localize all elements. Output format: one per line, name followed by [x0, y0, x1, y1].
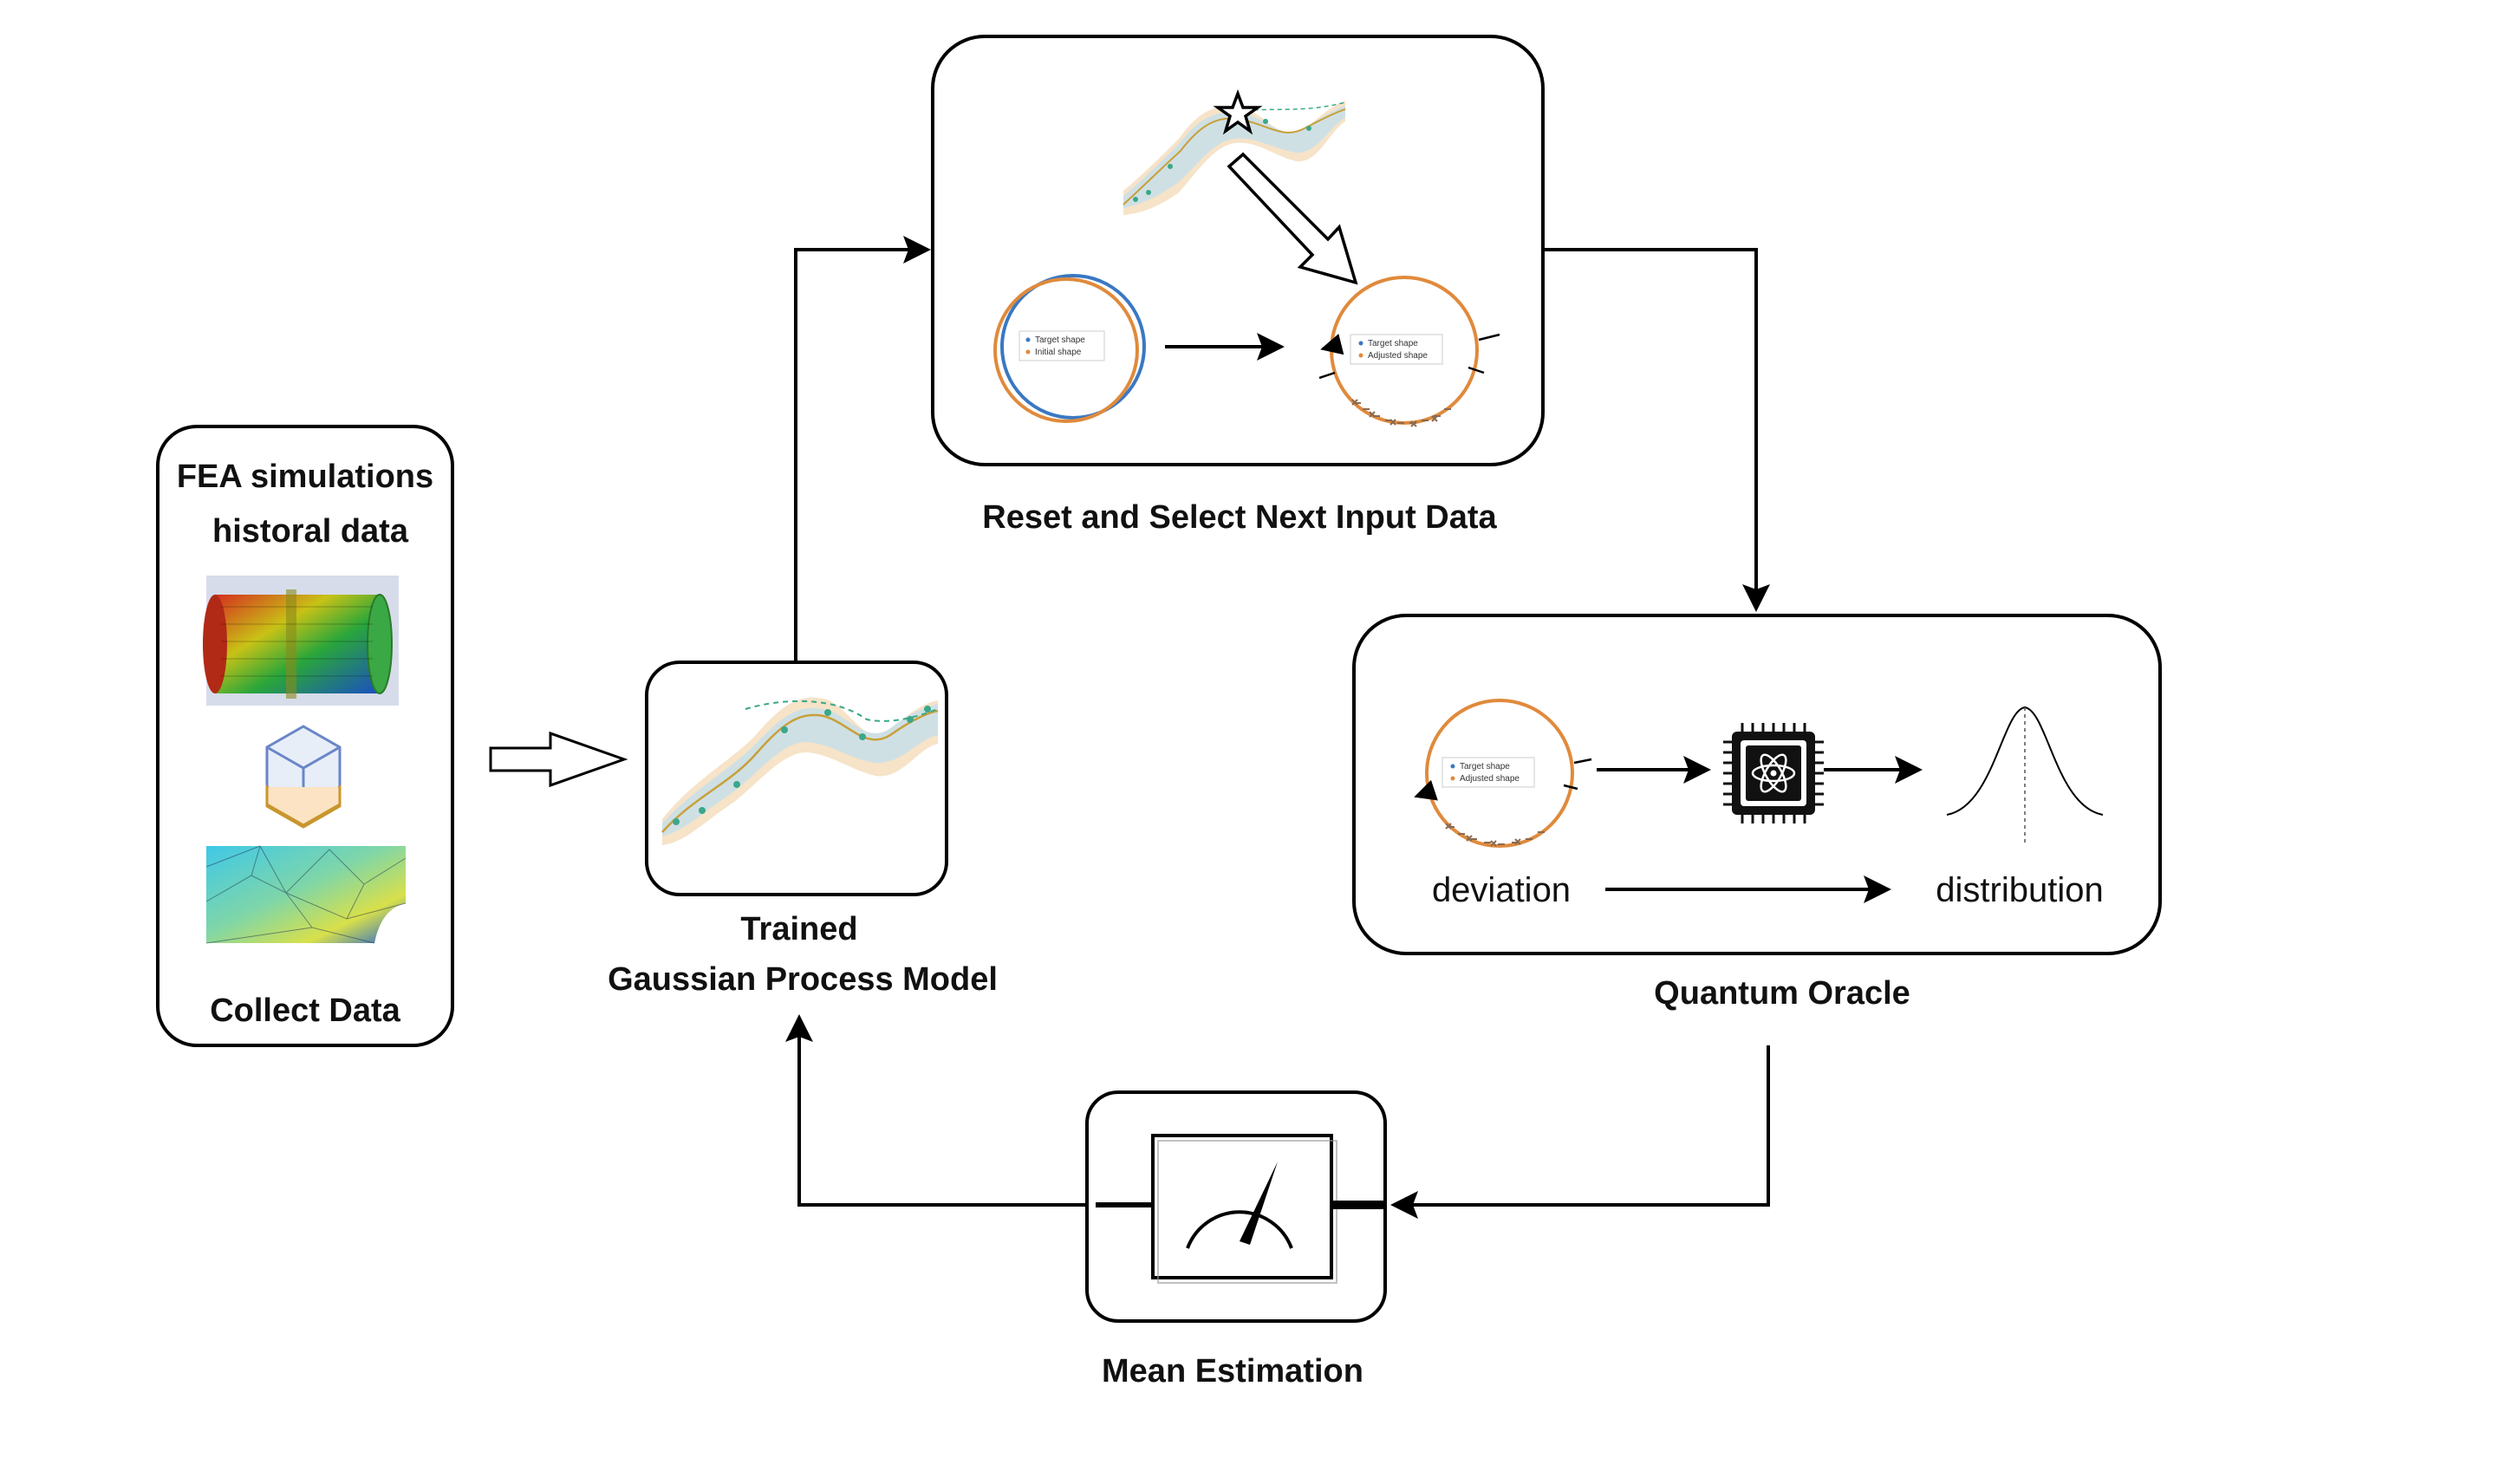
- gp-label-line2: Gaussian Process Model: [608, 961, 998, 998]
- oracle-legend-target: Target shape: [1460, 762, 1510, 771]
- quantum-oracle-panel: Target shape Adjusted shape: [1352, 614, 2162, 1012]
- reset-panel: Target shape Initial shape Target shape …: [931, 35, 1545, 536]
- fea-mesh-image: [205, 845, 407, 944]
- deviation-text: deviation: [1432, 871, 1571, 909]
- collect-title-line1: FEA simulations: [177, 459, 433, 495]
- initial-shape-plot: Target shape Initial shape: [993, 274, 1146, 423]
- arrow-mean-to-gp: [785, 1014, 1087, 1207]
- gp-label-line1: Trained: [740, 911, 857, 947]
- distribution-curve: [1946, 706, 2104, 846]
- gp-model-panel: Trained Gaussian Process Model: [608, 661, 998, 998]
- collect-title-line2: historal data: [212, 513, 409, 550]
- meter-gauge-icon: [1096, 1134, 1383, 1284]
- mean-estimation-panel: Mean Estimation: [1085, 1090, 1387, 1390]
- collect-data-label: Collect Data: [210, 993, 400, 1029]
- arrow-oracle-to-mean: [1390, 1045, 1770, 1219]
- distribution-text: distribution: [1936, 871, 2103, 909]
- star-icon: [1213, 89, 1263, 135]
- legend-right-target: Target shape: [1368, 339, 1418, 348]
- reset-label: Reset and Select Next Input Data: [982, 499, 1497, 536]
- gp-regression-plot: [661, 697, 939, 845]
- cube-icon: [265, 725, 342, 829]
- adjusted-shape-plot: Target shape Adjusted shape: [1319, 276, 1500, 427]
- oracle-legend-adjusted: Adjusted shape: [1460, 774, 1520, 784]
- oracle-label: Quantum Oracle: [1654, 975, 1910, 1012]
- legend-right-adjusted: Adjusted shape: [1368, 351, 1428, 361]
- hollow-diagonal-arrow: [1227, 152, 1358, 285]
- arrow-gp-to-reset: [794, 236, 931, 662]
- collect-data-panel: FEA simulations historal data Collect Da…: [156, 425, 454, 1047]
- fea-cylinder-image: [203, 576, 399, 706]
- gp-model-box: [645, 661, 948, 896]
- legend-left-target: Target shape: [1035, 335, 1085, 345]
- mean-label: Mean Estimation: [1102, 1353, 1363, 1390]
- atom-chip-icon: [1723, 723, 1824, 823]
- oracle-shape-plot: Target shape Adjusted shape: [1418, 699, 1592, 848]
- legend-left-initial: Initial shape: [1035, 348, 1082, 357]
- arrow-reset-to-oracle: [1543, 248, 1770, 612]
- hollow-arrow-to-gp: [489, 731, 628, 788]
